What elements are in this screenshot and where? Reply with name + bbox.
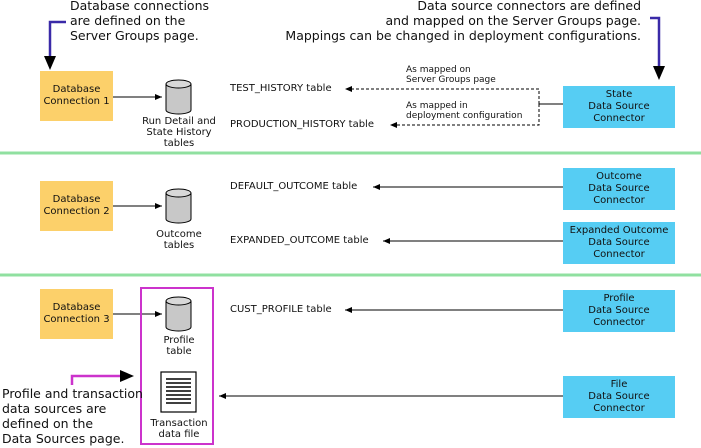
outcome-database-icon xyxy=(165,188,192,224)
state-connector: State Data Source Connector xyxy=(563,86,675,128)
profile-transaction-note: Profile and transaction data sources are… xyxy=(2,386,143,446)
expanded-outcome-table-label: EXPANDED_OUTCOME table xyxy=(230,235,369,246)
profile-table-caption: Profile table xyxy=(163,335,195,357)
production-history-mapping-arrow xyxy=(390,104,540,128)
profile-callout-arrow xyxy=(70,374,122,385)
run-detail-database-icon xyxy=(165,79,192,115)
connector-callout-arrow xyxy=(650,16,661,70)
deployment-mapping-label: As mapped in deployment configuration xyxy=(406,101,523,121)
db-connections-note: Database connections are defined on the … xyxy=(70,0,210,43)
cust-profile-table-label: CUST_PROFILE table xyxy=(230,304,332,315)
database-connection-3: Database Connection 3 xyxy=(40,289,113,339)
default-outcome-table-label: DEFAULT_OUTCOME table xyxy=(230,181,358,192)
test-history-table-label: TEST_HISTORY table xyxy=(230,83,332,94)
transaction-file-icon xyxy=(160,371,197,413)
outcome-connector: Outcome Data Source Connector xyxy=(563,168,675,210)
run-detail-caption: Run Detail and State History tables xyxy=(142,116,216,149)
outcome-tables-caption: Outcome tables xyxy=(156,229,202,251)
database-connection-1: Database Connection 1 xyxy=(40,71,113,121)
test-history-mapping-arrow xyxy=(345,86,540,104)
expanded-outcome-connector: Expanded Outcome Data Source Connector xyxy=(563,222,675,264)
file-connector: File Data Source Connector xyxy=(563,376,675,418)
data-sources-note: Data source connectors are defined and m… xyxy=(285,0,641,43)
profile-connector: Profile Data Source Connector xyxy=(563,290,675,332)
profile-database-icon xyxy=(165,296,192,332)
profile-callout-arrowhead xyxy=(120,370,134,382)
database-connection-2: Database Connection 2 xyxy=(40,181,113,231)
profile-transaction-frame xyxy=(140,287,214,445)
connector-callout-arrowhead xyxy=(653,66,665,80)
db-callout-arrowhead xyxy=(44,56,56,70)
server-groups-mapping-label: As mapped on Server Groups page xyxy=(406,65,496,85)
production-history-table-label: PRODUCTION_HISTORY table xyxy=(230,119,374,130)
transaction-file-caption: Transaction data file xyxy=(150,418,208,440)
db-callout-arrow xyxy=(48,20,66,60)
